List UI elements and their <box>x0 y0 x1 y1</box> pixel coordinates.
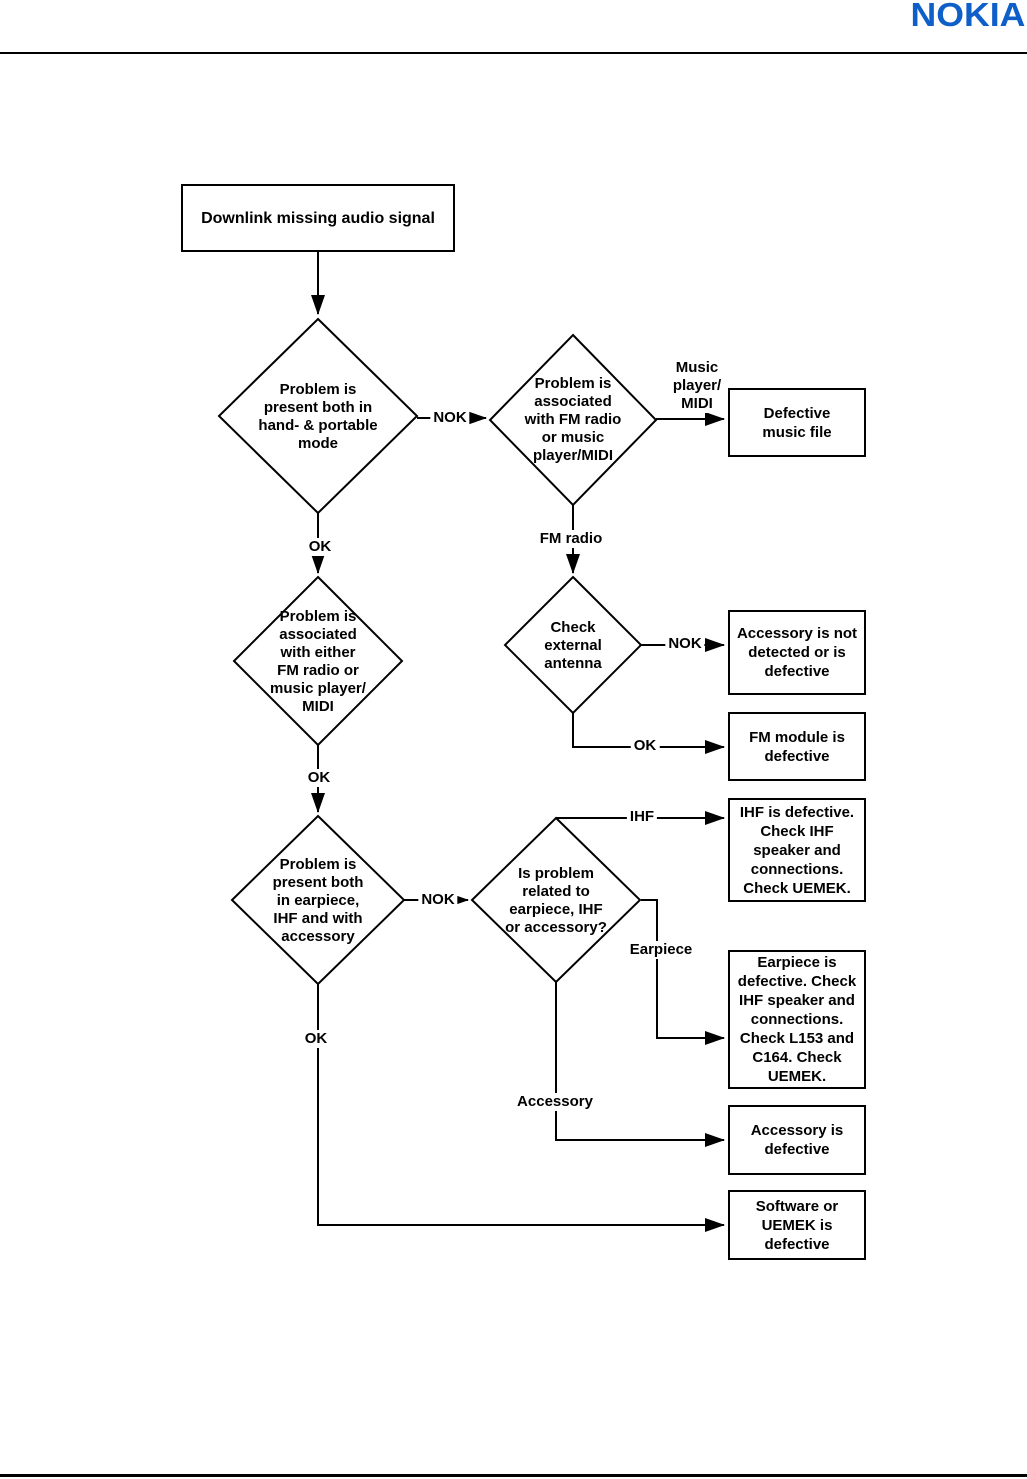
edge-earpiece-to-earpiece-defective <box>641 899 725 1045</box>
edge-label-nok-antenna: NOK <box>665 635 705 653</box>
outcome-ihf-defective: IHF is defective. Check IHF speaker and … <box>728 798 866 902</box>
decision-either-fm-music-label: Problem is associated with either FM rad… <box>270 608 366 715</box>
nokia-logo: NOKIA <box>910 0 1025 33</box>
header-divider <box>0 52 1027 54</box>
edge-label-ok-either: OK <box>304 769 334 787</box>
outcome-accessory-defective: Accessory is defective <box>728 1105 866 1175</box>
edge-label-ihf: IHF <box>626 808 658 826</box>
decision-shape-earpiece-ihf-accessory <box>230 814 406 986</box>
outcome-accessory-not-detected: Accessory is not detected or is defectiv… <box>728 610 866 695</box>
edge-label-accessory: Accessory <box>514 1093 596 1111</box>
footer-divider <box>0 1474 1027 1477</box>
edge-ok-to-software-uemek <box>317 984 725 1232</box>
decision-hand-portable-label: Problem is present both in hand- & porta… <box>258 381 378 452</box>
edge-label-ok-antenna: OK <box>630 737 660 755</box>
edge-label-fm-radio: FM radio <box>536 530 606 548</box>
decision-shape-related-to <box>470 816 642 984</box>
decision-check-antenna-label: Check external antenna <box>544 619 602 672</box>
decision-shape-fm-or-music <box>488 333 658 507</box>
edge-label-ok-mode: OK <box>305 538 335 556</box>
outcome-earpiece-defective: Earpiece is defective. Check IHF speaker… <box>728 950 866 1089</box>
edge-label-nok-mode: NOK <box>430 409 470 427</box>
edge-ok-to-fm-module <box>572 713 725 754</box>
edge-label-nok-present: NOK <box>418 891 458 909</box>
decision-shape-either-fm-music <box>232 575 404 747</box>
outcome-music-file: Defective music file <box>728 388 866 457</box>
decision-fm-or-music-label: Problem is associated with FM radio or m… <box>524 375 622 464</box>
edge-label-ok-present: OK <box>301 1030 331 1048</box>
decision-earpiece-ihf-accessory-label: Problem is present both in earpiece, IHF… <box>272 856 364 945</box>
edge-accessory-to-accessory-defective <box>555 982 725 1147</box>
decision-shape-hand-portable <box>217 317 419 515</box>
start-node: Downlink missing audio signal <box>181 184 455 252</box>
edge-label-earpiece: Earpiece <box>626 941 696 959</box>
decision-shape-check-antenna <box>503 575 643 715</box>
outcome-fm-module: FM module is defective <box>728 712 866 781</box>
decision-related-to-label: Is problem related to earpiece, IHF or a… <box>505 865 607 936</box>
outcome-software-uemek: Software or UEMEK is defective <box>728 1190 866 1260</box>
edge-label-music-player-midi: Music player/ MIDI <box>669 359 725 413</box>
